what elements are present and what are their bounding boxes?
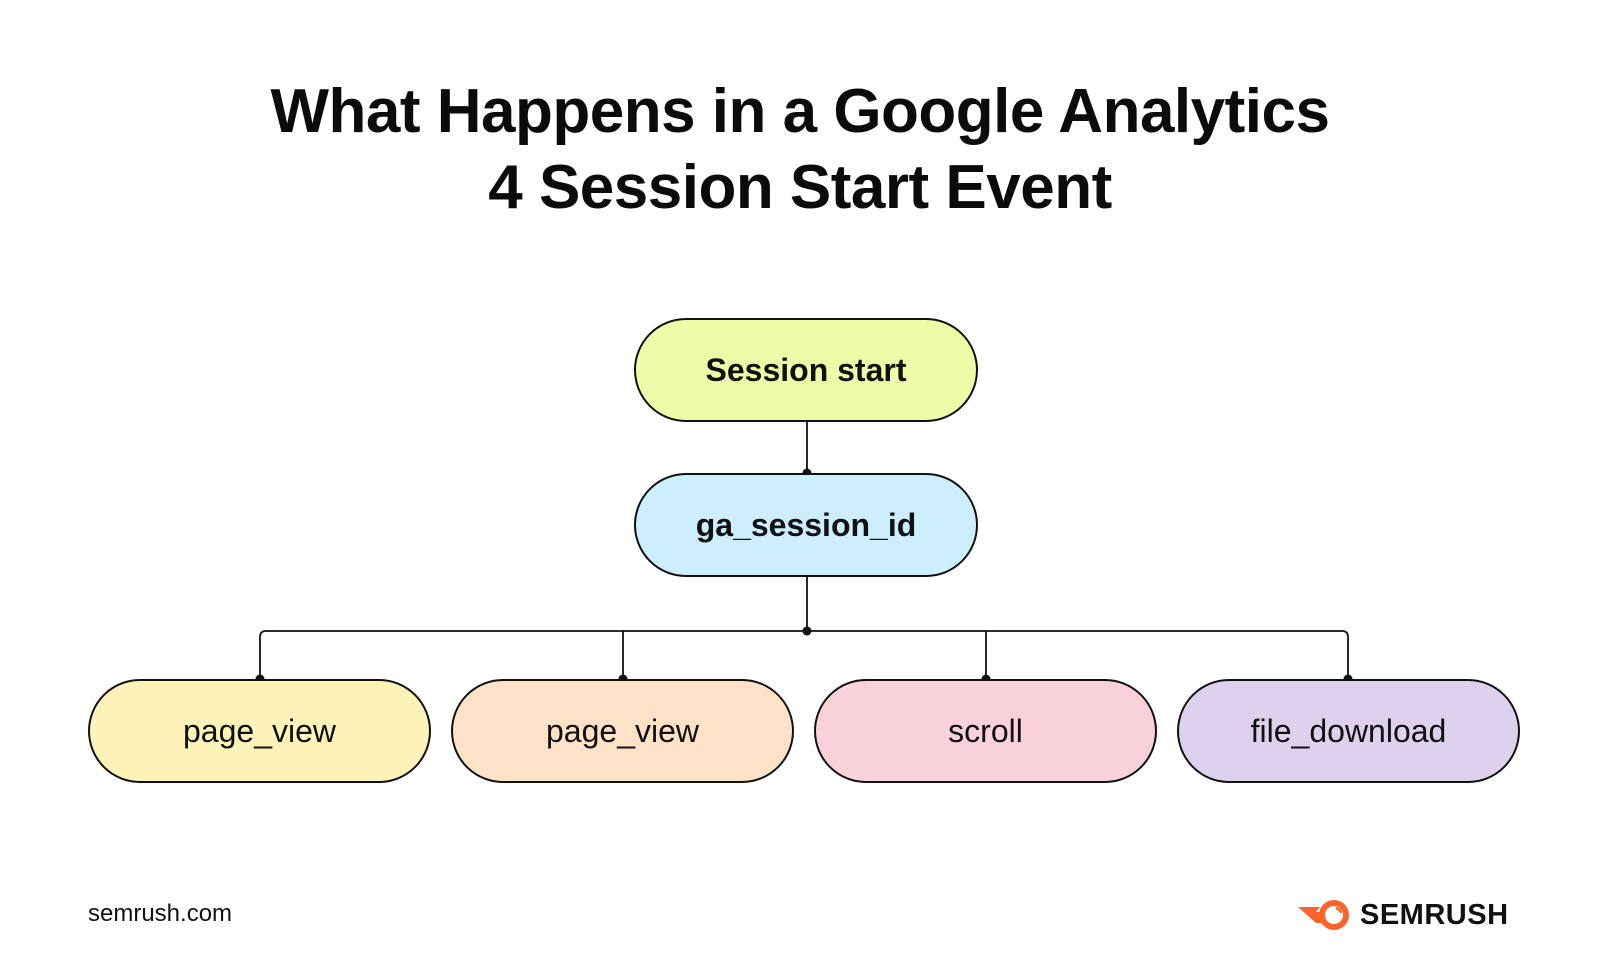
node-label: scroll: [948, 712, 1023, 749]
node-file-download: file_download: [1177, 679, 1520, 783]
title-line-1: What Happens in a Google Analytics: [270, 77, 1330, 146]
node-page-view-2: page_view: [451, 679, 794, 783]
semrush-logo: SEMRUSH: [1296, 897, 1509, 933]
node-scroll: scroll: [814, 679, 1157, 783]
node-label: file_download: [1250, 712, 1447, 749]
node-page-view-1: page_view: [88, 679, 431, 783]
semrush-flame-icon: [1298, 900, 1349, 930]
node-label: Session start: [705, 351, 907, 388]
node-label: page_view: [183, 712, 336, 749]
diagram-title: What Happens in a Google Analytics 4 Ses…: [0, 74, 1600, 226]
brand-name: SEMRUSH: [1360, 898, 1509, 931]
node-ga-session-id: ga_session_id: [634, 473, 978, 577]
node-label: page_view: [546, 712, 699, 749]
site-url: semrush.com: [88, 900, 233, 927]
title-line-2: 4 Session Start Event: [488, 153, 1112, 222]
node-label: ga_session_id: [695, 506, 917, 543]
node-session-start: Session start: [634, 318, 978, 422]
